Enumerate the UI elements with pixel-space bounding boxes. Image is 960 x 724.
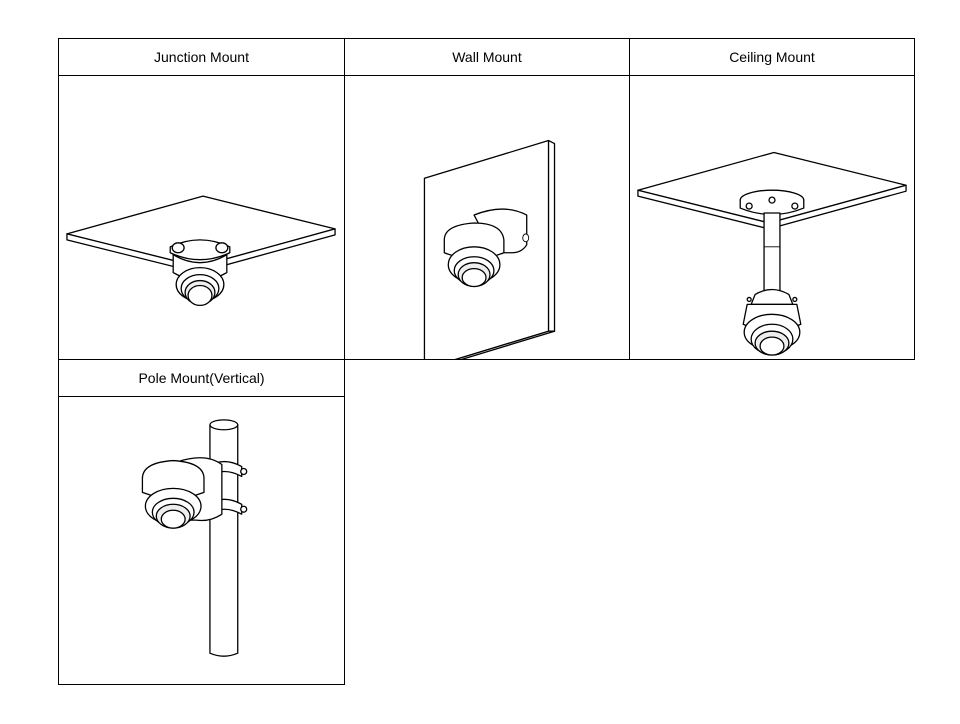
pole-mount-label: Pole Mount(Vertical) xyxy=(59,360,344,397)
ceiling-mount-label: Ceiling Mount xyxy=(630,39,914,76)
wall-mount-cell: Wall Mount xyxy=(344,38,630,360)
ceiling-mount-cell: Ceiling Mount xyxy=(629,38,915,360)
wall-mount-illustration xyxy=(345,76,629,359)
ceiling-mount-illustration xyxy=(630,76,914,359)
junction-mount-label: Junction Mount xyxy=(59,39,344,76)
junction-mount-cell: Junction Mount xyxy=(58,38,345,360)
pole-mount-cell: Pole Mount(Vertical) xyxy=(58,359,345,685)
wall-mount-label: Wall Mount xyxy=(345,39,629,76)
pole-mount-illustration xyxy=(59,397,344,684)
junction-mount-illustration xyxy=(59,76,344,359)
